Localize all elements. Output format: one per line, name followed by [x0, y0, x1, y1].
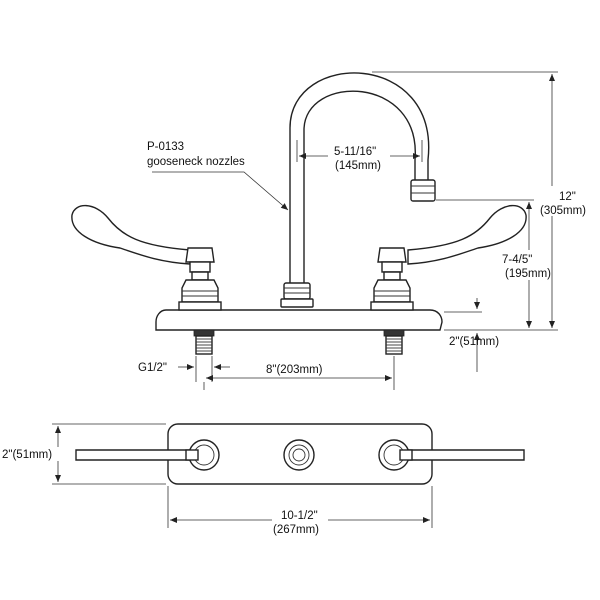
nozzle-callout: P-0133 gooseneck nozzles	[147, 141, 289, 211]
spout-clearance-imperial: 7-4/5"	[502, 254, 532, 266]
total-height-imperial: 12"	[559, 191, 576, 203]
top-view: 2"(51mm) 10-1/2" (267mm)	[2, 423, 525, 536]
total-height-dimension: 12" (305mm)	[372, 71, 586, 331]
deck-depth-dimension: 2"(51mm)	[2, 423, 166, 485]
center-spacing-label: 8"(203mm)	[266, 364, 323, 376]
callout-description: gooseneck nozzles	[147, 156, 245, 168]
spout-reach-metric: (145mm)	[335, 160, 381, 172]
spout-base-top	[283, 439, 315, 471]
center-spacing-dimension: 8"(203mm)	[203, 356, 395, 390]
front-elevation: P-0133 gooseneck nozzles 5-11/16" (145mm…	[71, 71, 586, 390]
thread-dimension: G1/2"	[138, 356, 230, 382]
deck-depth-label: 2"(51mm)	[2, 449, 52, 461]
deck-width-metric: (267mm)	[273, 524, 319, 536]
deck-width-imperial: 10-1/2"	[281, 510, 318, 522]
left-lever-top	[75, 449, 197, 461]
spout-clearance-metric: (195mm)	[505, 268, 551, 280]
spout-reach-imperial: 5-11/16"	[334, 146, 376, 158]
right-lever-top	[403, 449, 525, 461]
gooseneck-spout	[280, 72, 436, 308]
deck-height-dimension: 2"(51mm)	[444, 298, 499, 372]
callout-part-number: P-0133	[147, 141, 184, 153]
right-handle	[370, 204, 527, 355]
thread-label: G1/2"	[138, 362, 167, 374]
deck-plate	[155, 309, 443, 331]
deck-height-label: 2"(51mm)	[449, 336, 499, 348]
deck-width-dimension: 10-1/2" (267mm)	[167, 486, 433, 536]
left-handle	[71, 204, 222, 355]
right-valve-top	[378, 439, 413, 471]
total-height-metric: (305mm)	[540, 205, 586, 217]
spout-reach-dimension: 5-11/16" (145mm)	[296, 140, 423, 172]
spout-clearance-dimension: 7-4/5" (195mm)	[436, 199, 551, 328]
left-valve-top	[185, 439, 220, 471]
